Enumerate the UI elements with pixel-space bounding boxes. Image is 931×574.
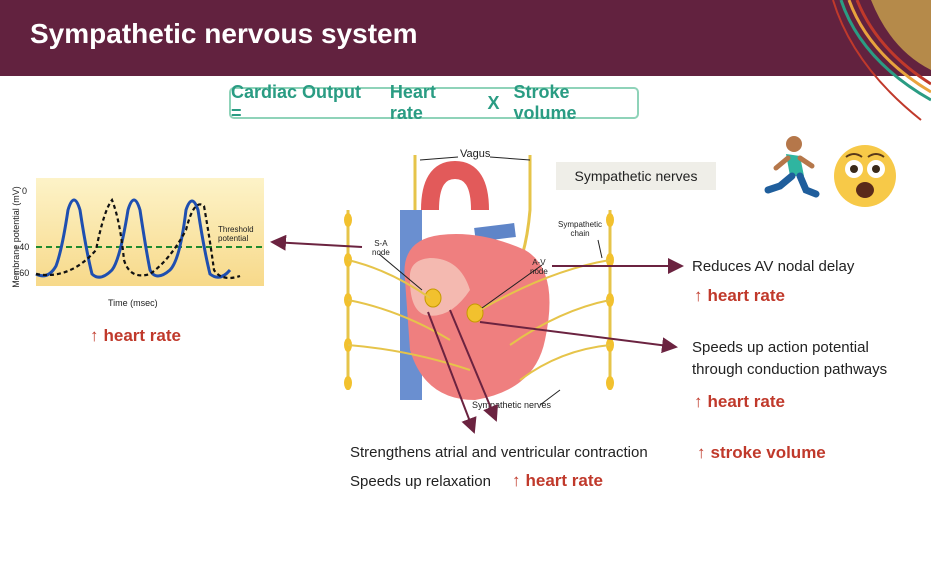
arrow-up-icon: ↑ [512, 471, 521, 490]
page-title: Sympathetic nervous system [30, 18, 418, 49]
heart-illustration [344, 155, 614, 406]
header-bar: Sympathetic nervous system [0, 0, 931, 76]
running-person-icon [764, 136, 820, 198]
arrow-up-icon: ↑ [694, 392, 703, 411]
graph-tick-minus40: −40 [14, 242, 30, 252]
formula-lhs: Cardiac Output = [231, 82, 362, 123]
action-potential-graph [35, 178, 264, 286]
relaxation-text: Speeds up relaxation [350, 473, 491, 490]
av-delay-text: Reduces AV nodal delay [692, 258, 855, 275]
graph-x-axis-label: Time (msec) [108, 298, 158, 308]
formula-heart-rate: Heart rate [389, 82, 436, 123]
shocked-face-icon [834, 145, 896, 207]
decorative-stripes-icon [832, 0, 931, 121]
sympathetic-nerves-box: Sympathetic nerves [556, 162, 716, 190]
formula-stroke-volume: Stroke volume [513, 82, 577, 123]
arrow-up-icon: ↑ [697, 443, 706, 462]
contraction-text: Strengthens atrial and ventricular contr… [350, 444, 648, 461]
conduction-heart-rate-label: ↑heart rate [694, 392, 785, 411]
relaxation-heart-rate-label: ↑heart rate [512, 471, 603, 490]
vagus-label: Vagus [460, 148, 491, 160]
arrow-up-icon: ↑ [90, 326, 99, 345]
graph-tick-minus60: −60 [14, 268, 30, 278]
arrow-up-icon: ↑ [694, 286, 703, 305]
sympathetic-nerves-small-label: Sympathetic nerves [472, 400, 552, 410]
formula-operator: X [487, 92, 500, 113]
conduction-text: Speeds up action potential through condu… [692, 339, 888, 378]
threshold-label: Threshold potential [218, 225, 254, 243]
stroke-volume-label: ↑stroke volume [697, 443, 826, 462]
cardiac-output-formula: Cardiac Output = Heart rate X Stroke vol… [229, 82, 639, 123]
graph-tick-0: 0 [22, 186, 28, 196]
av-heart-rate-label: ↑heart rate [694, 286, 785, 305]
graph-heart-rate-label: ↑heart rate [90, 326, 181, 345]
